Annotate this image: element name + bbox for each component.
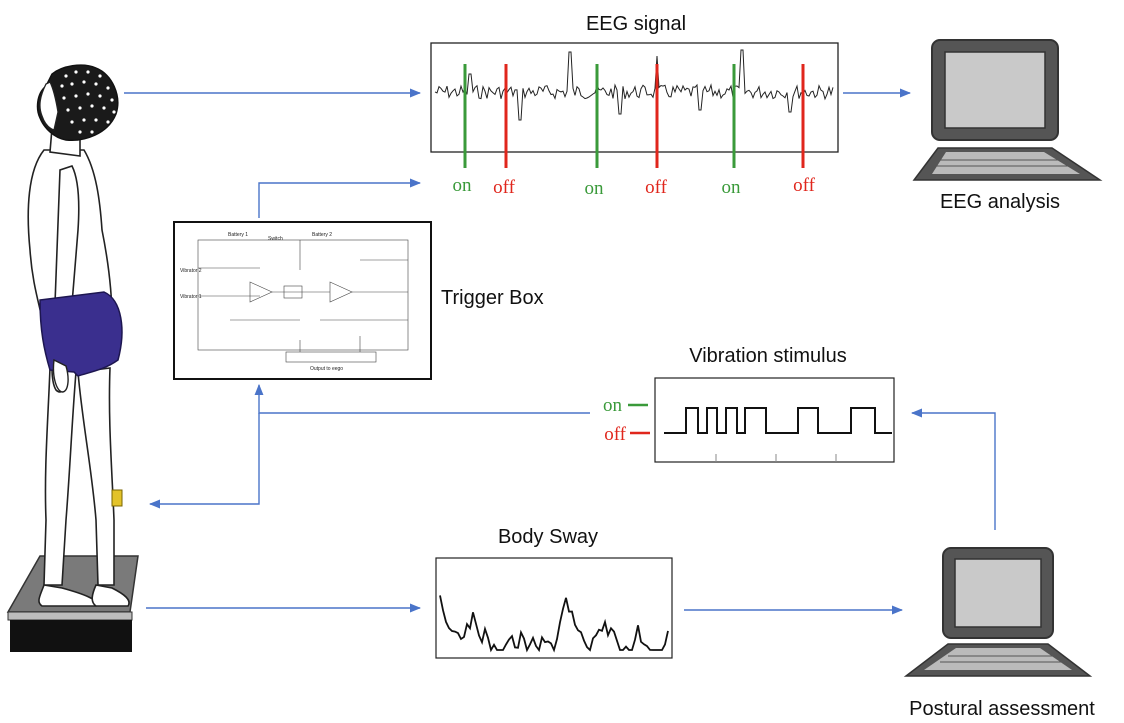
stimulus-on-label: on (603, 395, 623, 416)
connection-arrows (124, 88, 996, 615)
schematic-switch: Switch (268, 236, 283, 242)
shorts (39, 291, 123, 377)
eeg-marker-label-on: on (722, 177, 742, 198)
body-sway-title: Body Sway (498, 526, 598, 548)
body-sway-panel (435, 557, 673, 659)
eeg-signal-title: EEG signal (586, 13, 686, 35)
eeg-marker-label-off: off (645, 177, 667, 198)
body-sway-trace (439, 595, 669, 653)
eeg-analysis-label: EEG analysis (940, 191, 1060, 213)
eeg-marker-label-on: on (585, 178, 605, 199)
eeg-marker-label-off: off (493, 177, 515, 198)
person-figure (6, 64, 139, 652)
eeg-marker-label-off: off (793, 175, 815, 196)
stimulus-off-label: off (604, 424, 626, 445)
postural-assessment-label: Postural assessment (909, 698, 1095, 720)
schematic-output: Output to eego (310, 366, 343, 372)
schematic-vibrator1: Vibrator 1 (180, 294, 202, 300)
arrow-stimulus-to-trigger (254, 383, 590, 414)
eeg-computer-icon (912, 39, 1103, 181)
schematic-battery1: Battery 1 (228, 232, 248, 238)
arrow-trigger-to-eeg (258, 178, 422, 218)
eeg-marker-label-on: on (453, 175, 473, 196)
eeg-trace (434, 49, 834, 121)
schematic-battery2: Battery 2 (312, 232, 332, 238)
posture-computer-icon (903, 547, 1093, 677)
eeg-signal-panel (430, 42, 839, 153)
arrow-assessment-to-stimulus (910, 408, 996, 530)
vibration-square-wave (664, 407, 892, 434)
vibration-stimulus-panel (654, 377, 895, 463)
schematic-vibrator2: Vibrator 2 (180, 268, 202, 274)
vibration-stimulus-title: Vibration stimulus (689, 345, 846, 367)
trigger-box-label: Trigger Box (441, 287, 544, 309)
arrow-to-sensor (148, 413, 260, 509)
trigger-box-panel (173, 221, 432, 380)
vibration-sensor (111, 489, 123, 507)
trigger-schematic (197, 239, 409, 363)
